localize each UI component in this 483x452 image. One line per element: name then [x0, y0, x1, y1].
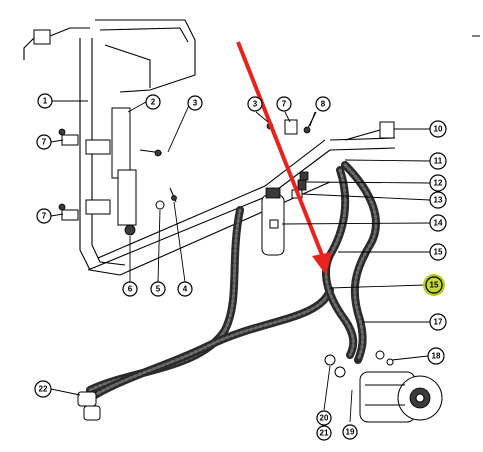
callout-label: 1: [43, 97, 48, 106]
callout: 14: [429, 214, 447, 232]
callout-label: 5: [156, 285, 161, 294]
callout-label: 7: [282, 100, 287, 109]
callout-label: 17: [434, 318, 443, 327]
clamp-upper: [58, 128, 79, 146]
callout: 20: [316, 410, 332, 426]
callout-label: 11: [434, 157, 443, 166]
callout-label: 4: [183, 285, 188, 294]
callout-label: 18: [432, 352, 441, 361]
callout-label: 19: [346, 428, 355, 437]
compressor: [359, 371, 443, 423]
callout: 11: [429, 152, 447, 170]
callout: 10: [429, 120, 447, 138]
callout: 6: [122, 281, 138, 297]
mounting-bracket-upper: [85, 107, 131, 179]
callout: 18: [427, 347, 445, 365]
callout-label: 8: [321, 100, 326, 109]
callout-label: 10: [434, 125, 443, 134]
callout-label: 13: [434, 196, 443, 205]
callout: 2: [145, 94, 161, 110]
callouts: 1 2 3 7 7 6 5 4: [34, 93, 447, 441]
callout: 15: [429, 243, 447, 261]
callout-label: 7: [42, 212, 47, 221]
grommet-6: [124, 224, 136, 236]
callout: 7: [276, 96, 292, 112]
callout-label: 2: [151, 98, 156, 107]
callout: 1: [37, 93, 53, 109]
leader-lines: [50, 100, 431, 423]
callout-label: 6: [128, 285, 133, 294]
hoses: [86, 161, 380, 399]
callout-label: 15: [430, 281, 439, 290]
callout: 21: [316, 425, 332, 441]
callout-label: 15: [434, 248, 443, 257]
callout-highlighted: 15: [423, 274, 445, 296]
callout: 22: [34, 380, 52, 398]
callout-label: 12: [434, 179, 443, 188]
callout: 13: [429, 191, 447, 209]
bolt-3-left: [139, 149, 163, 157]
callout-label: 3: [193, 99, 198, 108]
callout: 17: [429, 313, 447, 331]
callout-label: 21: [320, 429, 329, 438]
electrical-connector-top-left: [23, 27, 90, 60]
callout: 12: [429, 174, 447, 192]
electrical-connector-right: [344, 121, 395, 141]
callout: 19: [342, 424, 358, 440]
washer-5: [155, 200, 165, 210]
clamp-lower: [58, 203, 79, 221]
receiver-drier: [261, 187, 285, 256]
callout: 4: [177, 281, 193, 297]
compressor-fittings: [324, 350, 394, 378]
callout-label: 20: [320, 414, 329, 423]
callout: 7: [36, 208, 52, 224]
hose-end-fitting-22: [77, 391, 101, 421]
callout-label: 7: [42, 138, 47, 147]
callout: 3: [247, 96, 263, 112]
mounting-bracket-lower: [85, 169, 137, 226]
callout: 7: [36, 134, 52, 150]
callout: 5: [150, 281, 166, 297]
callout-label: 14: [434, 219, 443, 228]
red-pointer-arrow: [236, 41, 332, 275]
callout-label: 3: [253, 100, 258, 109]
bolt-4: [169, 187, 177, 203]
callout: 8: [315, 96, 331, 112]
callout-label: 22: [39, 385, 48, 394]
callout: 3: [187, 95, 203, 111]
